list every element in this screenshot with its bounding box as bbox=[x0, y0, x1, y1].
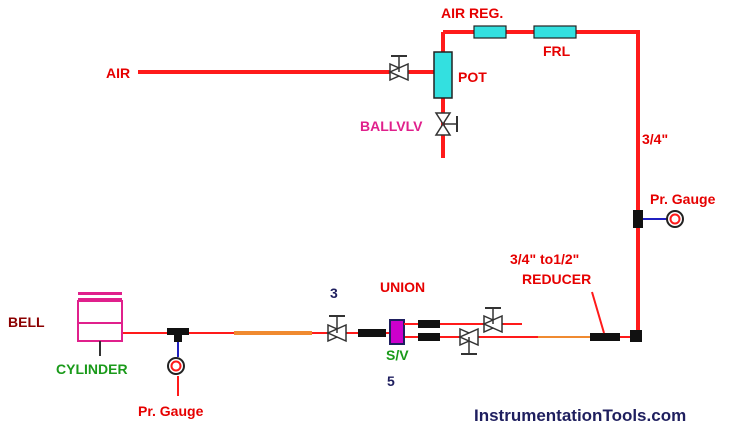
right-tee bbox=[633, 210, 643, 228]
air-label: AIR bbox=[106, 65, 130, 81]
air-inlet-valve bbox=[388, 55, 410, 82]
bottom-tee-stem bbox=[174, 328, 182, 342]
isolation-valve-3 bbox=[326, 315, 348, 343]
exhaust-valve-upper bbox=[482, 307, 504, 334]
solenoid-valve bbox=[389, 319, 405, 345]
pr-gauge-bottom-label: Pr. Gauge bbox=[138, 403, 204, 419]
sv-number-label: 5 bbox=[387, 373, 395, 389]
cylinder-label: CYLINDER bbox=[56, 361, 128, 377]
watermark: InstrumentationTools.com bbox=[474, 406, 686, 425]
union-fitting-left bbox=[358, 329, 386, 337]
bottom-pressure-gauge-icon bbox=[167, 357, 185, 375]
ball-valve bbox=[434, 112, 458, 136]
reducer-pointer bbox=[591, 291, 605, 334]
pot-label: POT bbox=[458, 69, 487, 85]
reducer-fitting bbox=[590, 333, 620, 341]
reducer-label: REDUCER bbox=[522, 271, 591, 287]
pr-gauge-right-label: Pr. Gauge bbox=[650, 191, 716, 207]
union-fitting-lower bbox=[418, 333, 440, 341]
right-pressure-gauge-icon bbox=[666, 210, 684, 228]
frl-unit bbox=[533, 25, 577, 39]
ball-valve-label: BALLVLV bbox=[360, 118, 423, 134]
union-fitting-upper bbox=[418, 320, 440, 328]
solenoid-valve-label: S/V bbox=[386, 347, 409, 363]
bell-label: BELL bbox=[8, 314, 45, 330]
valve-number-label: 3 bbox=[330, 285, 338, 301]
reducer-size-label: 3/4" to1/2" bbox=[510, 251, 579, 267]
bypass-valve-lower bbox=[458, 327, 480, 355]
union-label: UNION bbox=[380, 279, 425, 295]
elbow-fitting bbox=[630, 330, 642, 342]
bell-cylinder bbox=[77, 292, 123, 356]
air-regulator bbox=[473, 25, 507, 39]
air-reg-label: AIR REG. bbox=[441, 5, 503, 21]
size-main-label: 3/4" bbox=[642, 131, 668, 147]
frl-label: FRL bbox=[543, 43, 571, 59]
pot-vessel bbox=[433, 51, 453, 99]
